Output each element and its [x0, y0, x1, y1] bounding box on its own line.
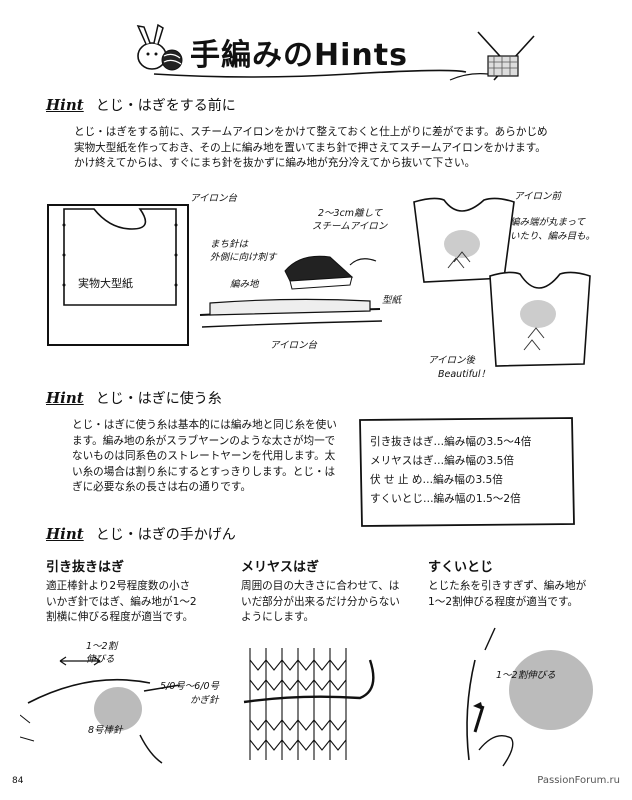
note-curl-2: いたり、編み目も。 — [510, 231, 596, 242]
column-body: とじた糸を引きすぎず、編み地が 1～2割伸びる程度が適当です。 — [428, 579, 618, 610]
body-line: 割横に伸びる程度が適当です。 — [46, 611, 194, 623]
note-stretch-2: 伸びる — [86, 654, 115, 665]
body-line: 実物大型紙を作っておき、その上に編み地を置いてまち針で押さえてスチームアイロンを… — [74, 141, 546, 154]
body-line: 1～2割伸びる程度が適当です。 — [428, 595, 579, 608]
yarn-table-frame — [359, 417, 575, 527]
body-line: とじ・はぎをする前に、スチームアイロンをかけて整えておくと仕上がりに差がでます。… — [74, 126, 548, 138]
body-line: かけ終えてからは、すぐにまち針を抜かずに編み地が充分冷えてから抜いて下さい。 — [74, 157, 476, 169]
rabbit-icon — [136, 23, 183, 71]
ironing-board-illustration — [47, 204, 383, 346]
note-beautiful: Beautiful！ — [438, 369, 491, 380]
column-body: 適正棒針より2号程度数の小さ いかぎ針ではぎ、編み地が1～2 割横に伸びる程度が… — [46, 579, 246, 626]
table-row: 伏 せ 止 め…編み幅の3.5倍 — [370, 474, 503, 486]
body-line: ないものは同系色のストレートヤーンを代用します。太 — [72, 450, 336, 462]
note-curl: 編み端が丸まって — [510, 217, 586, 228]
stockinette-illustration — [243, 648, 375, 760]
body-line: いだ部分が出来るだけ分からない — [241, 595, 400, 608]
section-heading-text: とじ・はぎの手かげん — [95, 527, 236, 543]
body-line: い糸の場合は割り糸にするとすっきりします。とじ・は — [72, 465, 336, 478]
note-pins: まち針は — [210, 239, 249, 250]
note-before: アイロン前 — [514, 191, 562, 202]
vest-after-illustration — [489, 271, 591, 367]
section-1-body: とじ・はぎをする前に、スチームアイロンをかけて整えておくと仕上がりに差がでます。… — [74, 125, 594, 172]
slip-stitch-illustration — [20, 656, 181, 764]
column-title: すくいとじ — [428, 560, 494, 575]
title-underline — [153, 69, 467, 78]
yarn-length-table: 引き抜きはぎ…編み幅の3.5～4倍 メリヤスはぎ…編み幅の3.5倍 伏 せ 止 … — [364, 421, 577, 533]
note-steam: 2～3cm離して — [318, 208, 383, 219]
note-iron-board-top: アイロン台 — [190, 193, 238, 204]
mattress-stitch-illustration — [466, 627, 593, 767]
body-line: ようにします。 — [241, 611, 315, 623]
note-steam-2: スチームアイロン — [312, 221, 388, 232]
section-heading-text: とじ・はぎをする前に — [95, 98, 236, 114]
column-title: メリヤスはぎ — [241, 560, 320, 575]
section-2-body: とじ・はぎに使う糸は基本的には編み地と同じ糸を使い ます。編み地の糸がスラブヤー… — [72, 418, 362, 496]
section-1-heading: Hint とじ・はぎをする前に — [46, 95, 236, 115]
body-line: 適正棒針より2号程度数の小さ — [46, 580, 191, 592]
hint-tag: Hint — [46, 525, 84, 543]
column-stockinette: メリヤスはぎ 周囲の目の大きさに合わせて、は いだ部分が出来るだけ分からない よ… — [241, 556, 431, 626]
column-title: 引き抜きはぎ — [46, 560, 125, 575]
column-mattress: すくいとじ とじた糸を引きすぎず、編み地が 1～2割伸びる程度が適当です。 — [428, 556, 618, 610]
body-line: とじた糸を引きすぎず、編み地が — [428, 580, 587, 592]
table-row: すくいとじ…編み幅の1.5～2倍 — [370, 493, 521, 505]
body-line: 周囲の目の大きさに合わせて、は — [241, 580, 400, 592]
watermark: PassionForum.ru — [537, 775, 620, 786]
hint-tag: Hint — [46, 389, 84, 407]
note-pattern: 実物大型紙 — [78, 277, 133, 290]
hint-tag: Hint — [46, 96, 84, 114]
body-line: ます。編み地の糸がスラブヤーンのような太さが均一で — [72, 434, 336, 447]
note-needle: 8号棒針 — [88, 725, 123, 736]
note-pins-2: 外側に向け刺す — [210, 252, 277, 263]
column-body: 周囲の目の大きさに合わせて、は いだ部分が出来るだけ分からない ようにします。 — [241, 579, 431, 626]
knitting-needles-icon — [449, 31, 535, 81]
section-3-heading: Hint とじ・はぎの手かげん — [46, 524, 236, 544]
body-line: いかぎ針ではぎ、編み地が1～2 — [46, 595, 197, 608]
note-hook-2: かぎ針 — [190, 695, 219, 706]
note-paper: 型紙 — [382, 295, 402, 306]
section-2-heading: Hint とじ・はぎに使う糸 — [46, 388, 222, 408]
body-line: ぎに必要な糸の長さは右の通りです。 — [72, 481, 252, 493]
body-line: とじ・はぎに使う糸は基本的には編み地と同じ糸を使い — [72, 419, 337, 431]
note-fabric: 編み地 — [230, 279, 259, 290]
note-stretch: 1～2割 — [86, 641, 118, 652]
note-iron-board-bottom: アイロン台 — [270, 340, 318, 351]
note-after: アイロン後 — [428, 355, 476, 366]
table-row: 引き抜きはぎ…編み幅の3.5～4倍 — [370, 436, 532, 448]
page-title: 手編みのHints — [190, 38, 408, 73]
table-row: メリヤスはぎ…編み幅の3.5倍 — [370, 455, 514, 467]
section-heading-text: とじ・はぎに使う糸 — [95, 391, 222, 407]
note-hook: 5/0号～6/0号 — [160, 681, 220, 692]
title-banner: 手編みのHints — [0, 0, 632, 90]
page-number: 84 — [12, 776, 24, 786]
note-stretch-right: 1～2割伸びる — [496, 670, 556, 681]
column-slip-stitch: 引き抜きはぎ 適正棒針より2号程度数の小さ いかぎ針ではぎ、編み地が1～2 割横… — [46, 556, 246, 626]
vest-before-illustration — [413, 197, 515, 283]
